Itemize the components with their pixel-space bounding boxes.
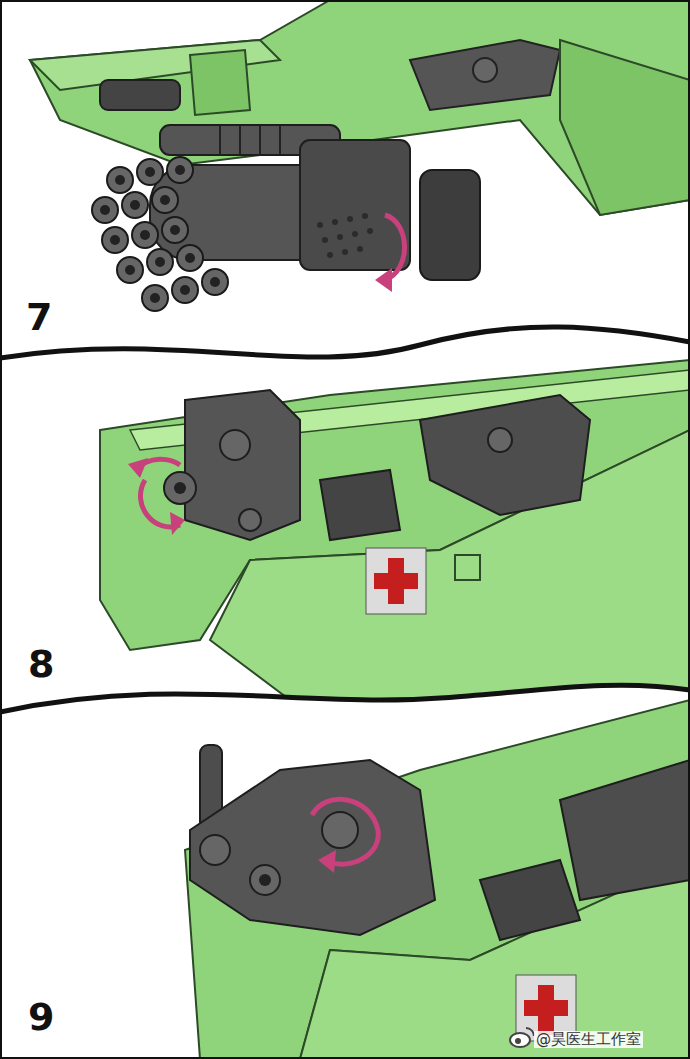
panel-nine — [185, 700, 690, 1059]
panel-seven — [30, 0, 690, 311]
step-number: 7 — [26, 298, 52, 336]
weibo-icon — [510, 1028, 534, 1047]
step-number: 8 — [28, 645, 54, 683]
panel-eight — [100, 360, 690, 700]
watermark: @昊医生工作室 — [534, 1031, 643, 1048]
step-number: 9 — [28, 998, 54, 1036]
